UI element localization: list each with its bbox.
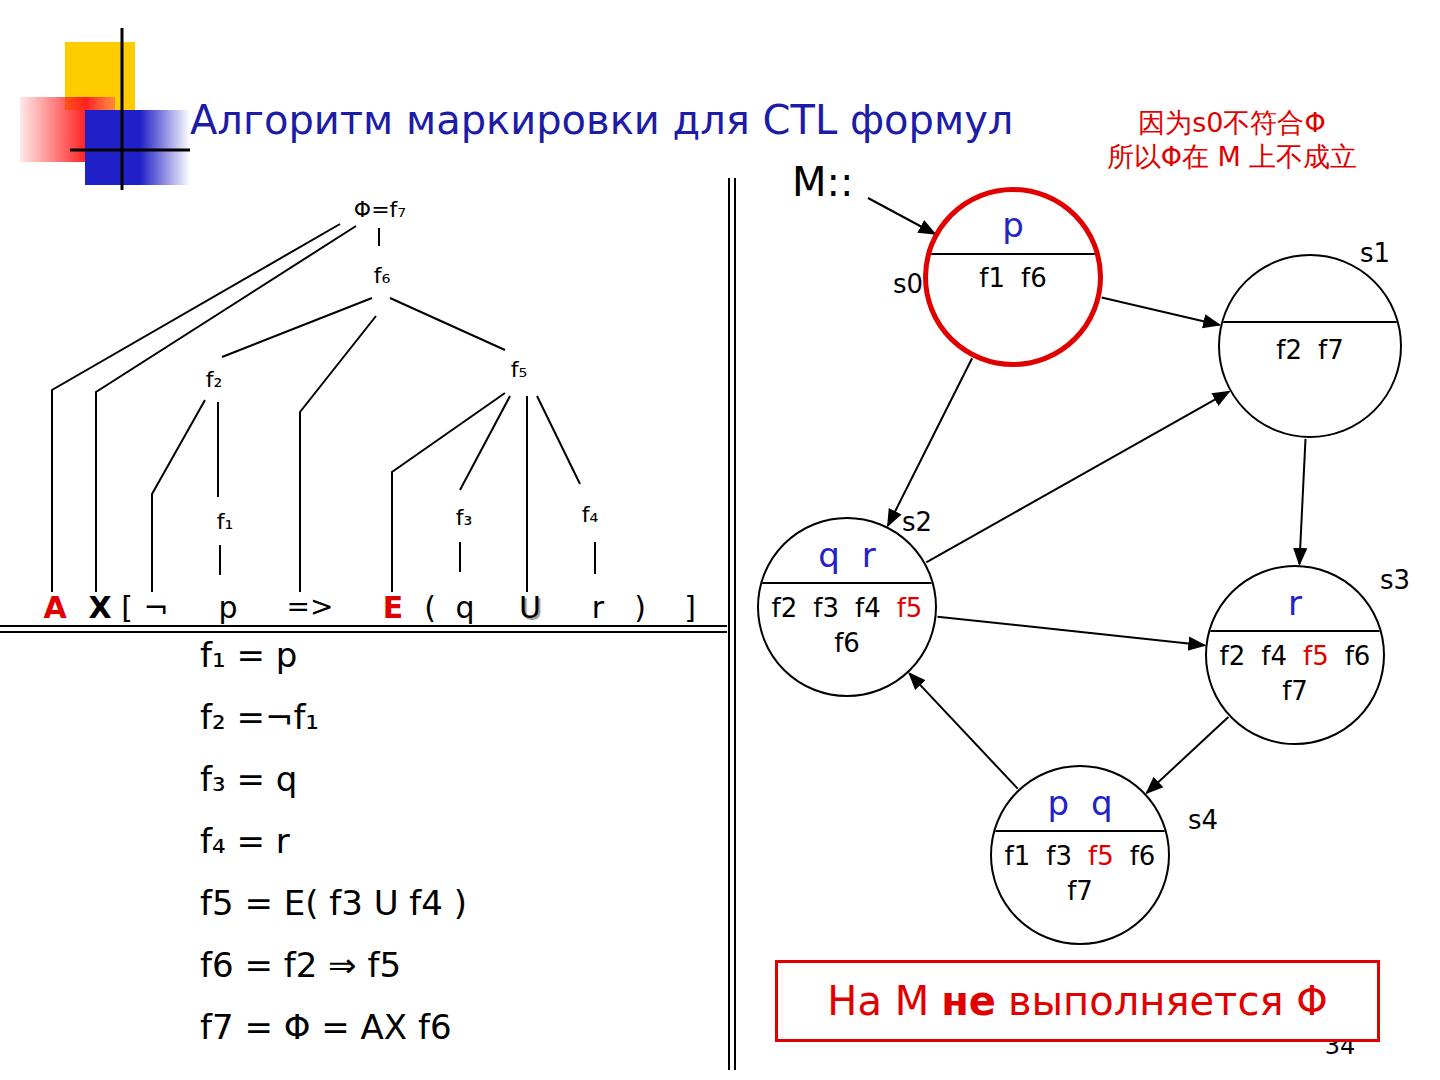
transition-arrow	[926, 392, 1229, 563]
formula-token: U	[519, 591, 541, 624]
formula-mark: f6	[834, 628, 860, 659]
formula-mark: f4	[1261, 641, 1287, 672]
formula-mark: f1	[1005, 841, 1031, 872]
marks: f2 f7	[1230, 335, 1390, 366]
atoms: p	[923, 201, 1103, 250]
tree-label: f₁	[217, 510, 234, 534]
formula-mark: f6	[1345, 641, 1371, 672]
result-text: На M	[827, 978, 929, 1024]
proposition: p	[1047, 785, 1069, 822]
transition-arrow	[1102, 298, 1220, 325]
state-node: s4pqf1f3f5f6f7	[990, 765, 1170, 945]
formula-mark: f7	[1318, 335, 1344, 366]
formula-mark: f5	[1303, 641, 1329, 672]
atoms: qr	[757, 531, 937, 580]
definition: f6 = f2 ⇒ f5	[200, 947, 401, 984]
slide-title: Алгоритм маркировки для CTL формул	[190, 98, 1013, 142]
atoms	[1218, 269, 1402, 319]
marks: f1 f6	[933, 263, 1093, 294]
definition: f₂ =¬f₁	[200, 699, 319, 736]
result-text: выполняется Φ	[1008, 978, 1328, 1024]
state-name: s0	[893, 269, 923, 299]
formula-token: ]	[684, 591, 696, 624]
result-box: На M не выполняется Φ	[775, 960, 1380, 1042]
transition-arrow	[1299, 439, 1305, 564]
formula-token: (	[424, 591, 436, 624]
formula-mark: f2	[1220, 641, 1246, 672]
tree-label: f₃	[456, 506, 473, 530]
state-name: s2	[902, 507, 932, 537]
proposition: r	[1288, 585, 1302, 622]
state-divider	[1207, 630, 1383, 632]
tree-label: Φ=f₇	[354, 198, 406, 222]
definition: f₁ = p	[200, 637, 297, 674]
formula-mark: f2	[1276, 335, 1302, 366]
state-node: s2qrf2f3f4f5f6	[757, 517, 937, 697]
formula-token: )	[634, 591, 646, 624]
formula-token: E	[383, 591, 404, 624]
formula-token: =>	[287, 592, 334, 623]
definition: f₄ = r	[200, 823, 290, 860]
definition: f7 = Φ = AX f6	[200, 1009, 452, 1046]
tree-label: f₄	[582, 503, 599, 527]
formula-mark: f6	[1130, 841, 1156, 872]
marks: f2 f3 f4 f5 f6	[767, 593, 927, 659]
formula-token: q	[455, 591, 474, 624]
formula-token: A	[43, 591, 66, 624]
note: 因为s0不符合Φ 所以Φ在 M 上不成立	[1087, 106, 1377, 174]
state-name: s4	[1188, 805, 1218, 835]
state-circle	[1218, 254, 1402, 438]
formula-token: X	[88, 591, 111, 624]
proposition: p	[1002, 207, 1024, 244]
state-node: s0pf1f6	[923, 187, 1103, 367]
formula-mark: f1	[979, 263, 1005, 294]
transition-arrow	[888, 358, 972, 525]
formula-mark: f6	[1021, 263, 1047, 294]
formula-mark: f3	[1046, 841, 1072, 872]
state-name: s3	[1380, 565, 1410, 595]
transition-arrow	[909, 673, 1017, 788]
formula-mark: f4	[855, 593, 881, 624]
formula-mark: f5	[1088, 841, 1114, 872]
formula-token: ¬	[143, 591, 168, 624]
state-divider	[928, 253, 1098, 255]
marks: f2 f4 f5 f6 f7	[1215, 641, 1375, 707]
formula-mark: f2	[772, 593, 798, 624]
transition-arrow	[937, 617, 1204, 646]
state-divider	[992, 830, 1168, 832]
transition-arrow	[1147, 717, 1229, 793]
formula-mark: f7	[1067, 876, 1093, 907]
definition: f₃ = q	[200, 761, 297, 798]
formula-mark: f7	[1282, 676, 1308, 707]
model-name: M::	[792, 160, 853, 204]
state-divider	[759, 582, 935, 584]
definition: f5 = E( f3 U f4 )	[200, 885, 467, 922]
proposition: q	[818, 537, 840, 574]
atoms: pq	[990, 779, 1170, 828]
formula-token: r	[592, 591, 604, 624]
tree-label: f₅	[511, 358, 528, 382]
proposition: r	[862, 537, 876, 574]
state-name: s1	[1360, 238, 1390, 268]
formula-mark: f3	[813, 593, 839, 624]
result-text: не	[941, 978, 996, 1024]
formula-mark: f5	[897, 593, 923, 624]
state-node: s1f2f7	[1218, 254, 1402, 438]
tree-label: f₆	[374, 264, 391, 288]
atoms: r	[1205, 579, 1385, 628]
tree-label: f₂	[206, 368, 223, 392]
state-node: s3rf2f4f5f6f7	[1205, 565, 1385, 745]
formula-token: [	[121, 591, 133, 624]
state-divider	[1220, 321, 1400, 323]
proposition: q	[1091, 785, 1113, 822]
formula-token: p	[218, 591, 237, 624]
marks: f1 f3 f5 f6 f7	[1000, 841, 1160, 907]
